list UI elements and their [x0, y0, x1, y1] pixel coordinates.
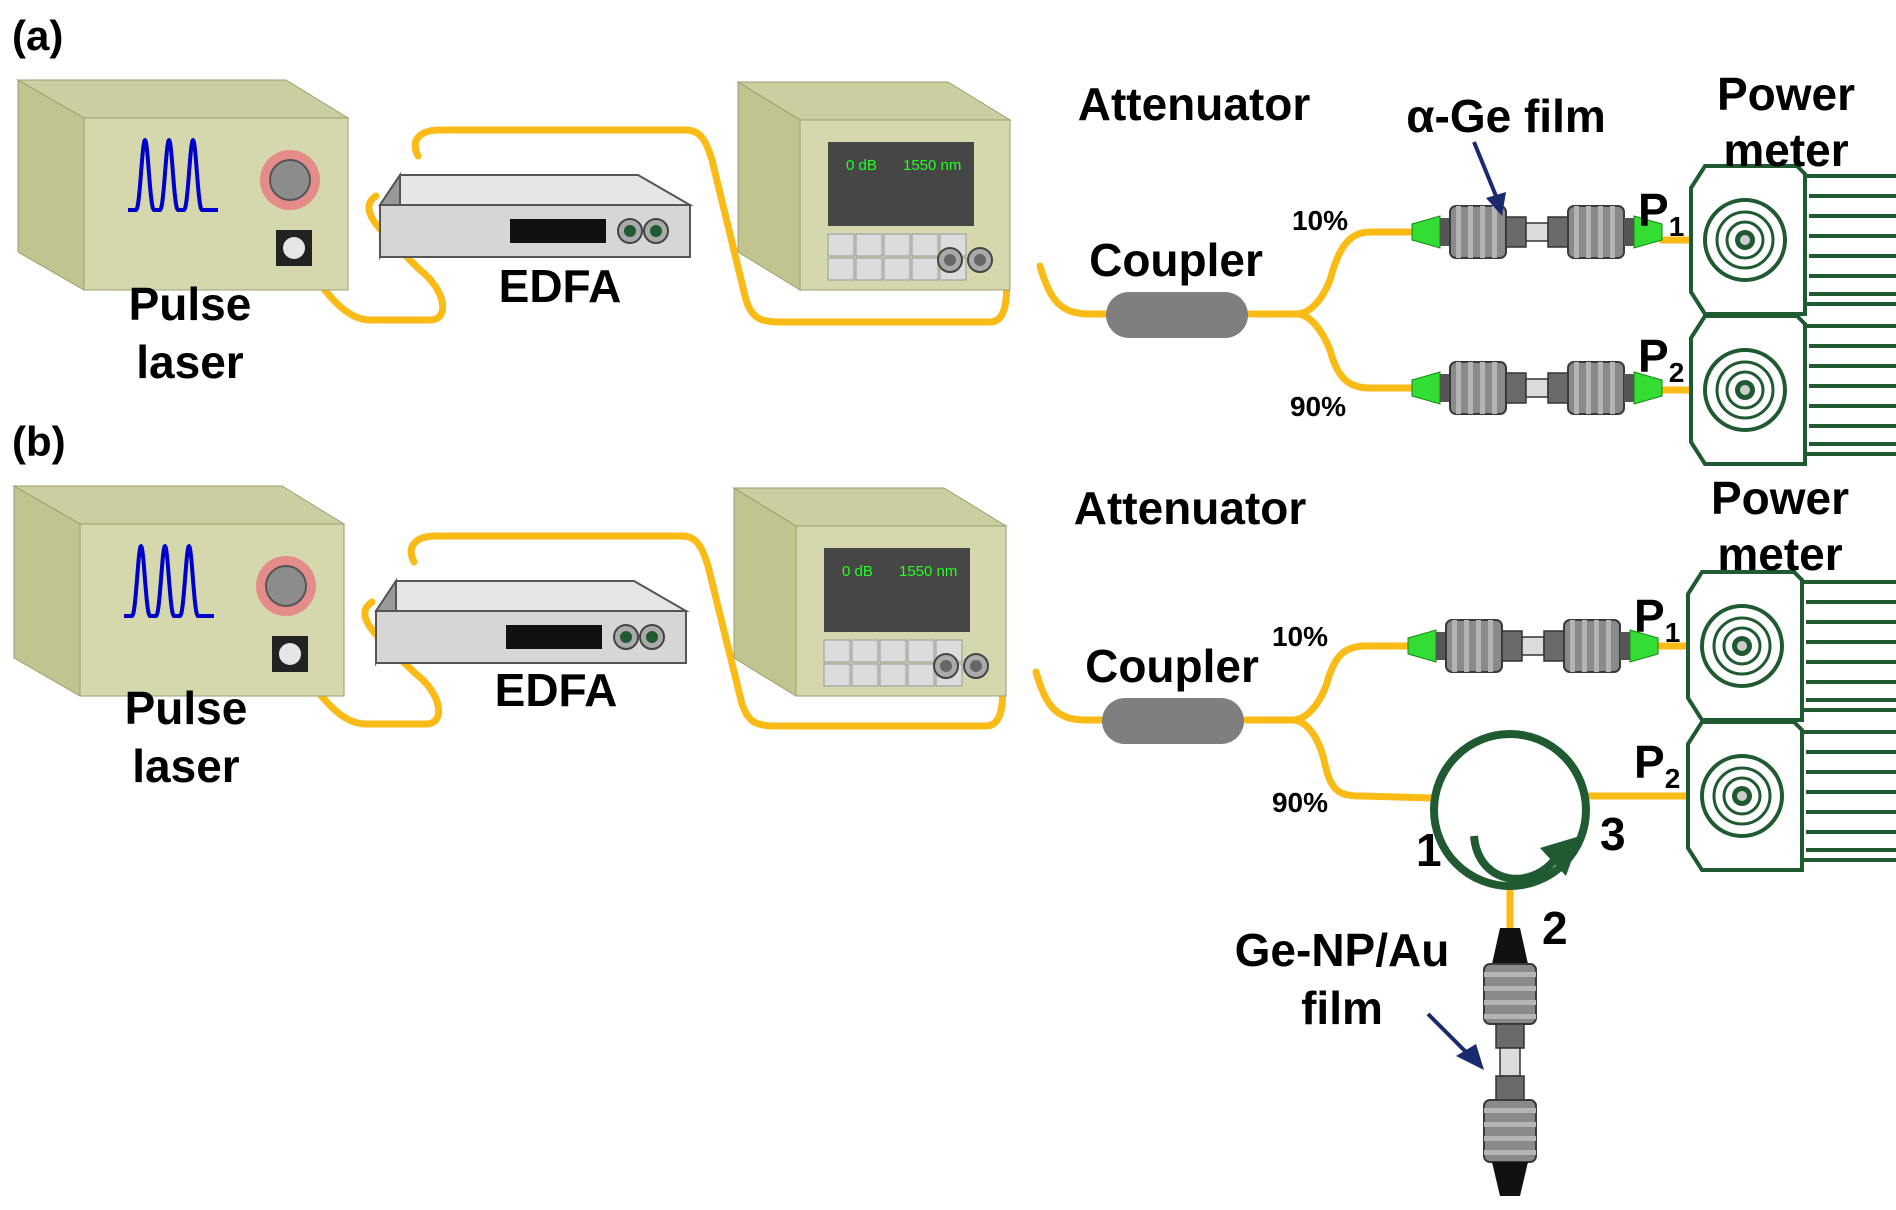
circulator-rotation-arrow — [1470, 835, 1560, 883]
coupler-label: Coupler — [1089, 234, 1263, 286]
circulator-port-2: 2 — [1542, 902, 1568, 954]
power-meter-p2 — [1686, 720, 1896, 872]
power-meter-label-line2: meter — [1717, 528, 1842, 580]
power-meter-p1 — [1686, 570, 1896, 722]
power-meter-label-line1: Power — [1717, 68, 1855, 120]
pulse-laser-device — [12, 484, 346, 698]
film-connector-top — [1412, 206, 1662, 258]
pulse-laser-label-line2: laser — [132, 740, 240, 792]
reference-connector — [1408, 620, 1658, 672]
power-meter-p1 — [1689, 164, 1896, 316]
film-arrow — [1472, 141, 1498, 197]
coupler — [1102, 698, 1244, 744]
coupler-label: Coupler — [1085, 640, 1259, 692]
attenuator-screen-db: 0 dB — [842, 563, 873, 580]
power-meter-label-line1: Power — [1711, 472, 1849, 524]
panel-b: (b) 0 dB 1550 nm — [12, 418, 1896, 1196]
fiber-path — [290, 532, 1732, 934]
p2-label: P2 — [1638, 330, 1684, 388]
film-arrow-head — [1486, 192, 1506, 216]
circulator-port-3: 3 — [1600, 808, 1626, 860]
film-arrow-head — [1456, 1044, 1484, 1070]
pulse-laser-device — [16, 78, 350, 292]
edfa-device — [375, 580, 687, 664]
attenuator-screen-nm: 1550 nm — [899, 563, 957, 580]
edfa-label: EDFA — [495, 664, 618, 716]
p1-label: P1 — [1638, 184, 1684, 242]
attenuator-label: Attenuator — [1074, 482, 1307, 534]
ge-np-au-film-label-line2: film — [1301, 982, 1383, 1034]
pulse-laser-label-line1: Pulse — [129, 278, 252, 330]
alpha-ge-film-label: α-Ge film — [1406, 90, 1606, 142]
panel-a-label: (a) — [12, 12, 63, 59]
attenuator-screen-db: 0 dB — [846, 157, 877, 174]
film-arrow — [1426, 1012, 1468, 1054]
panel-a: (a) 0 dB 1550 nm Pulse laser EDFA — [12, 12, 1896, 466]
attenuator-screen-nm: 1550 nm — [903, 157, 961, 174]
edfa-label: EDFA — [499, 260, 622, 312]
panel-b-label: (b) — [12, 418, 66, 465]
circulator-arrow-head — [1540, 836, 1580, 876]
power-meter-p2 — [1689, 314, 1896, 466]
ge-np-au-film-label-line1: Ge-NP/Au — [1235, 924, 1450, 976]
pulse-laser-label-line2: laser — [136, 336, 244, 388]
attenuator-device — [737, 81, 1011, 291]
coupler — [1106, 292, 1248, 338]
attenuator-device — [733, 487, 1007, 697]
film-connector-bottom — [1412, 362, 1662, 414]
attenuator-label: Attenuator — [1078, 78, 1311, 130]
power-meter-label-line2: meter — [1723, 124, 1848, 176]
split-90-label: 90% — [1272, 787, 1328, 818]
split-90-label: 90% — [1290, 391, 1346, 422]
edfa-device — [379, 174, 691, 258]
split-10-label: 10% — [1292, 205, 1348, 236]
split-10-label: 10% — [1272, 621, 1328, 652]
p2-label: P2 — [1634, 736, 1680, 794]
circulator-port-1: 1 — [1416, 824, 1442, 876]
p1-label: P1 — [1634, 590, 1680, 648]
ge-np-au-film-connector — [1483, 928, 1537, 1196]
pulse-laser-label-line1: Pulse — [125, 682, 248, 734]
